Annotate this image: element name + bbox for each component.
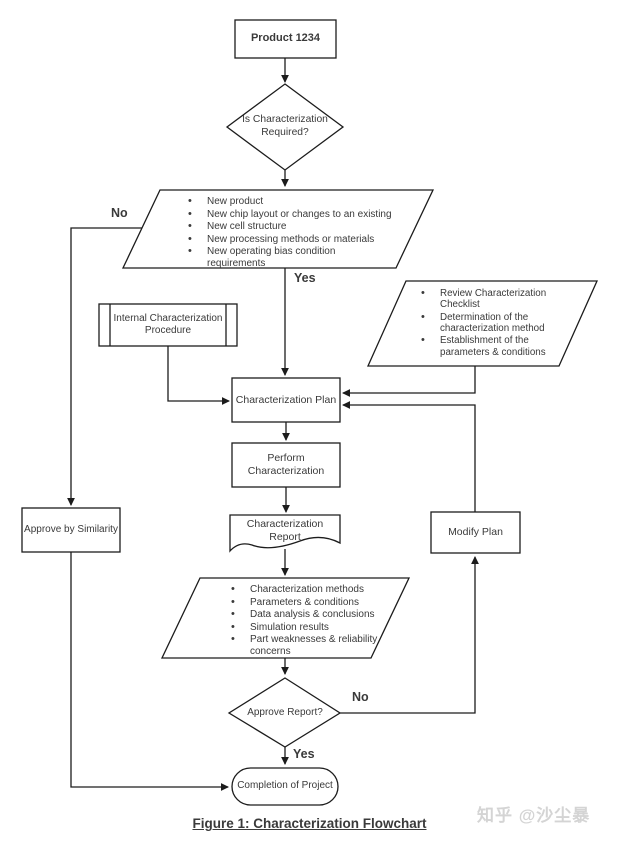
branch-label-yes-bottom: Yes: [293, 747, 315, 761]
characterization-plan-label: Characterization Plan: [235, 393, 337, 406]
characterization-report-label: Characterization Report: [246, 518, 324, 543]
decision-required-label: Is Characterization Required?: [242, 114, 328, 138]
branch-label-yes-top: Yes: [294, 271, 316, 285]
approve-by-similarity-box-shape: [21, 507, 121, 553]
list-item: Determination of the characterization me…: [413, 311, 563, 335]
list-item: Review Characterization Checklist: [413, 287, 563, 311]
plan-inputs-list: Review Characterization Checklist Determ…: [413, 287, 573, 359]
completion-label: Completion of Project: [237, 780, 333, 792]
edge-similarity-to-completion: [70, 552, 229, 791]
list-item: New chip layout or changes to an existin…: [180, 208, 426, 221]
list-item: Simulation results: [223, 621, 408, 634]
list-item: New processing methods or materials: [180, 233, 426, 246]
report-contents-list: Characterization methods Parameters & co…: [223, 583, 408, 659]
decision-required-diamond-shape: [225, 83, 345, 171]
list-item: Data analysis & conclusions: [223, 608, 408, 621]
edge-inputs-to-plan: [342, 366, 476, 397]
characterization-report-document-shape: [229, 514, 341, 553]
list-item: Part weaknesses & reliability concerns: [223, 633, 381, 657]
product-box-shape: [234, 19, 337, 59]
product-node-label: Product 1234: [250, 32, 321, 45]
list-item: New product: [180, 195, 426, 208]
figure-caption: Figure 1: Characterization Flowchart: [192, 816, 427, 831]
branch-label-no-bottom: No: [352, 690, 369, 704]
characterization-plan-box-shape: [231, 377, 341, 423]
approve-report-diamond-shape: [227, 677, 342, 748]
new-triggers-list: New product New chip layout or changes t…: [180, 195, 426, 271]
internal-procedure-label: Internal Characterization Procedure: [113, 312, 223, 336]
list-item: New cell structure: [180, 220, 426, 233]
modify-plan-label: Modify Plan: [448, 526, 503, 539]
internal-procedure-box-shape: [98, 303, 238, 347]
edge-modify-to-plan: [342, 401, 476, 512]
list-item: New operating bias condition requirement…: [180, 245, 338, 269]
edge-procedure-to-plan: [167, 346, 230, 405]
edge-no-to-modify: [340, 556, 479, 714]
branch-label-no-top: No: [111, 206, 128, 220]
perform-characterization-box-shape: [231, 442, 341, 488]
list-item: Establishment of the parameters & condit…: [413, 334, 563, 358]
approve-report-label: Approve Report?: [247, 706, 323, 718]
list-item: Characterization methods: [223, 583, 408, 596]
watermark-text: 知乎 @沙尘暴: [477, 806, 591, 825]
list-item: Parameters & conditions: [223, 596, 408, 609]
modify-plan-box-shape: [430, 511, 521, 554]
edge-no-to-similarity: [67, 227, 142, 506]
completion-terminator-shape: [231, 767, 339, 806]
perform-characterization-label: Perform Characterization: [247, 452, 325, 477]
approve-by-similarity-label: Approve by Similarity: [24, 523, 118, 535]
